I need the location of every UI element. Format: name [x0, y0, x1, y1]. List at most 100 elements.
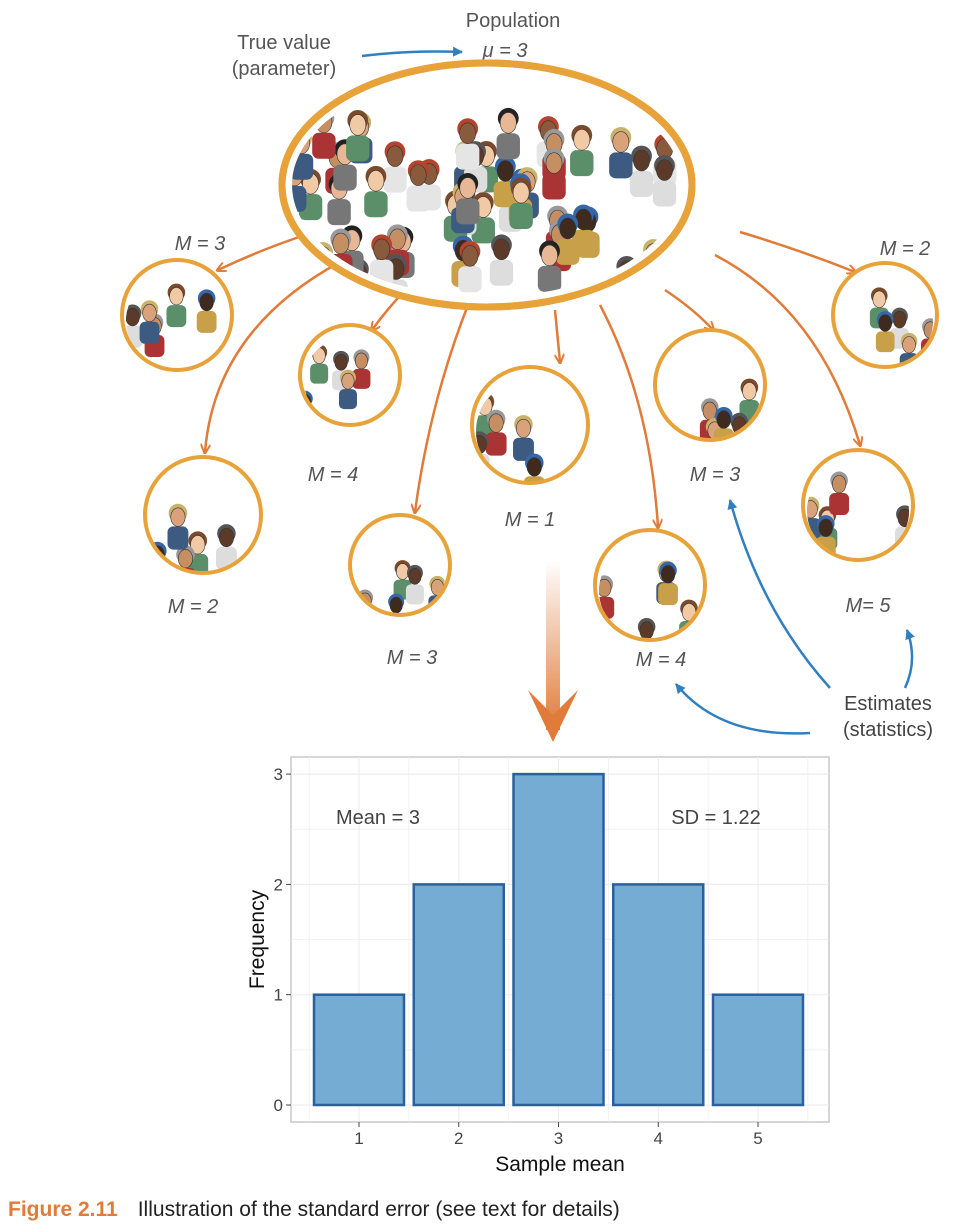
person-face [512, 181, 530, 204]
person-body [310, 363, 329, 384]
person-face [649, 260, 667, 282]
person-face [493, 238, 510, 261]
sample-circle-bg [595, 530, 705, 640]
y-tick-label: 0 [274, 1096, 283, 1115]
person-body [485, 432, 507, 456]
person-body [829, 492, 850, 515]
person-body [315, 284, 339, 297]
person-face [515, 418, 531, 439]
person-face [354, 352, 368, 370]
population-illustration [278, 59, 696, 311]
bar-1 [312, 993, 406, 1107]
person-face [389, 596, 403, 614]
person-body [292, 185, 307, 212]
person-face [633, 149, 650, 172]
sample-arrow [714, 253, 860, 445]
sample-3: M = 2 [143, 455, 263, 618]
caption-text: Illustration of the standard error (see … [137, 1198, 620, 1221]
person-face [716, 410, 731, 429]
person-body [646, 281, 670, 297]
person-body [455, 143, 480, 170]
person-body [364, 191, 388, 218]
person-body [338, 389, 357, 410]
sample-mean-label: M = 3 [690, 464, 741, 486]
y-tick-label: 1 [274, 986, 283, 1005]
sample-mean-label: M = 4 [308, 464, 359, 486]
person-face [349, 114, 367, 136]
person-body [704, 439, 725, 440]
person-face [702, 401, 717, 421]
statistics-label: (statistics) [843, 719, 933, 741]
y-tick-label: 3 [274, 765, 283, 784]
person-face [599, 578, 612, 598]
person-body [609, 152, 633, 179]
person-body [496, 133, 520, 160]
person-face [831, 475, 847, 494]
person-face [396, 563, 410, 580]
person-body [489, 259, 514, 286]
sample-circle [348, 513, 452, 617]
sample-2: M = 4 [298, 323, 402, 486]
person-face [367, 170, 385, 192]
person-body [629, 170, 654, 197]
sample-5: M = 3 [348, 513, 452, 669]
sample-mean-label: M= 5 [845, 595, 891, 617]
sample-arrow [739, 230, 855, 272]
figure-number: Figure 2.11 [8, 1198, 118, 1221]
person-face [459, 177, 477, 199]
person-body [471, 217, 495, 244]
mean-annotation: Mean = 3 [336, 807, 420, 829]
person-face [334, 354, 348, 371]
sample-1: M = 3 [120, 233, 234, 372]
person-body [383, 166, 407, 193]
person-body [304, 410, 314, 425]
sample-circle [831, 261, 939, 369]
person-face [656, 159, 673, 181]
x-tick-label: 5 [753, 1129, 762, 1148]
person-face [177, 549, 193, 569]
person-body [456, 198, 480, 225]
person-face [541, 244, 558, 267]
sample-arrow [205, 260, 341, 452]
sample-circle [653, 328, 767, 442]
person-body [523, 476, 545, 483]
parameter-arrow [361, 46, 463, 58]
person-face [190, 535, 206, 555]
bar-4 [612, 883, 705, 1107]
x-tick-label: 3 [554, 1129, 563, 1148]
person-face [373, 238, 390, 261]
bar-2 [412, 883, 505, 1107]
person-body [729, 434, 750, 440]
sample-arrow [553, 309, 560, 362]
person-face [142, 303, 157, 323]
person-body [458, 266, 482, 293]
person-body [556, 238, 580, 265]
sample-6: M = 3 [653, 328, 767, 486]
people-group [126, 283, 217, 357]
person-face [461, 245, 479, 267]
sd-annotation: SD = 1.22 [671, 807, 761, 829]
sample-mean-label: M = 4 [636, 649, 687, 671]
person-body [327, 199, 351, 226]
sample-circle [298, 323, 402, 427]
person-face [332, 232, 350, 255]
person-body [658, 583, 678, 606]
x-axis-title: Sample mean [495, 1153, 625, 1176]
big-arrow-shaft [546, 560, 560, 730]
estimates-label: Estimates [844, 693, 932, 715]
population-ellipse-outline [278, 59, 696, 311]
person-face [526, 457, 542, 477]
person-face [386, 145, 404, 167]
person-body [346, 135, 370, 162]
person-body [167, 526, 189, 550]
sample-arrow [218, 233, 306, 270]
person-face [341, 372, 355, 390]
person-body [312, 132, 336, 159]
population-title: Population [466, 10, 561, 32]
sample-mean-label: M = 2 [168, 596, 219, 618]
person-face [126, 307, 140, 327]
person-face [573, 129, 591, 151]
person-face [545, 152, 563, 174]
person-face [409, 164, 427, 186]
person-face [218, 527, 234, 548]
